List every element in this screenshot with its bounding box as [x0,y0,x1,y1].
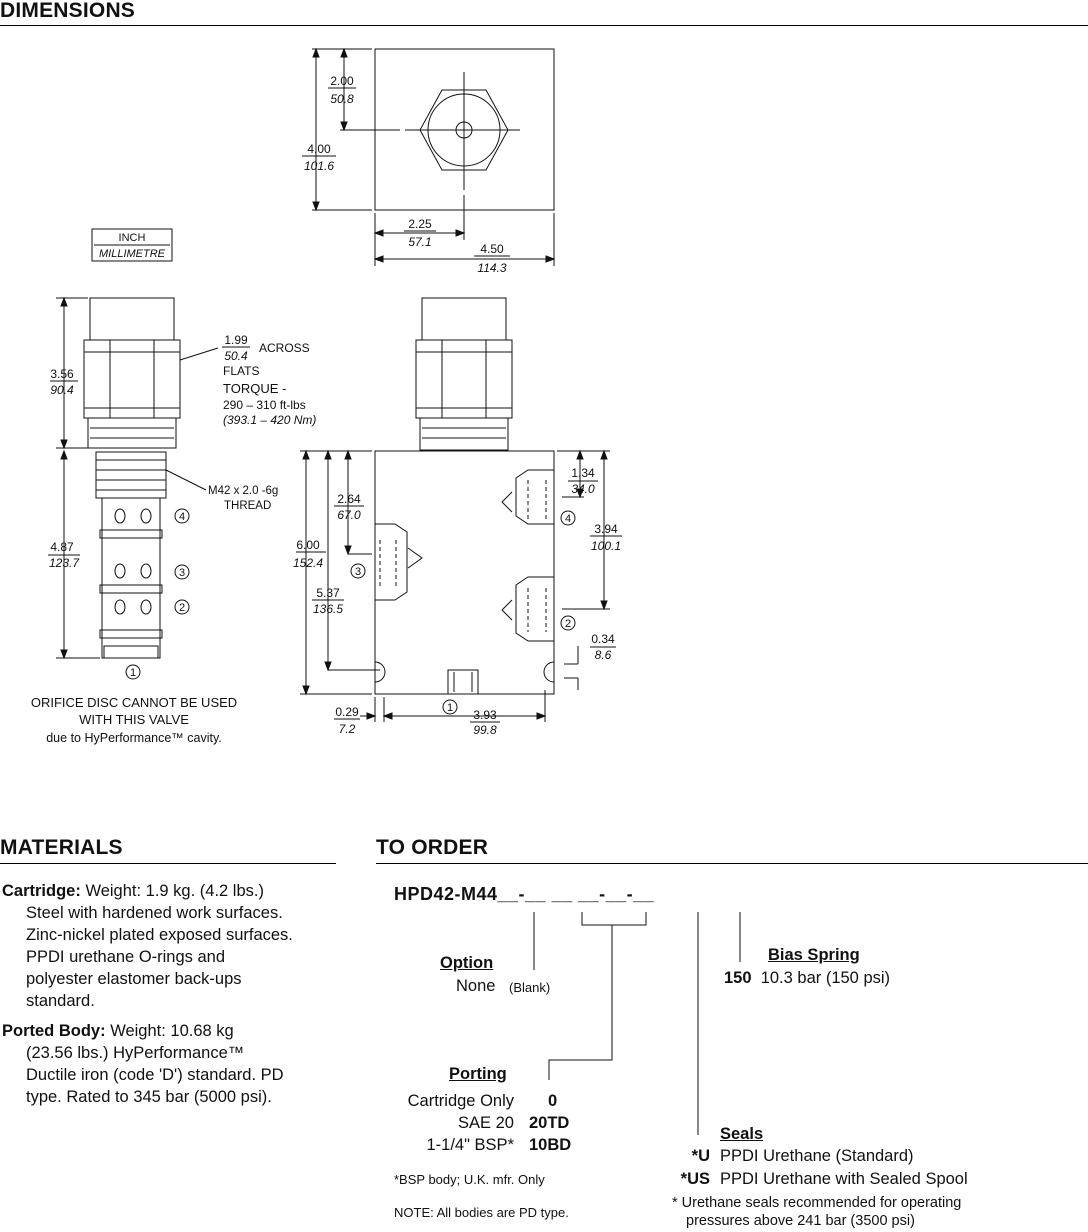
dim-4-50-mm: 114.3 [477,261,506,275]
body-f-in: 0.34 [591,632,615,646]
to-order-heading: TO ORDER [376,836,489,859]
bias-code: 150 [724,969,752,987]
dim-2-25-in: 2.25 [408,217,432,231]
cart-port-2: 2 [179,602,185,614]
dimensions-drawing: 2.00 50.8 4.00 101.6 2.25 57.1 4.50 114.… [31,47,622,745]
dim-2-25-mm: 57.1 [408,235,431,249]
materials-rule [0,863,336,864]
porting-code: 20TD [529,1114,570,1132]
cart-l-mm: 123.7 [49,556,80,570]
dim-4-00-mm: 101.6 [304,159,334,173]
body-h-mm: 99.8 [473,723,497,737]
body-label: Ported Body: [2,1022,106,1040]
body-port-1: 1 [447,702,453,714]
porting-row: Cartridge Only [407,1092,514,1110]
option-blank: (Blank) [509,980,551,995]
cartridge-line: standard. [26,992,95,1010]
cart-port-4: 4 [179,511,185,523]
body-line: (23.56 lbs.) HyPerformance™ [26,1044,245,1062]
seal-desc: PPDI Urethane with Sealed Spool [720,1170,968,1188]
dimensions-heading: DIMENSIONS [0,0,136,22]
porting-code: 10BD [529,1136,572,1154]
body-b-in: 5.37 [316,586,340,600]
body-port-3: 3 [355,566,361,578]
seal-note-1: * Urethane seals recommended for operati… [672,1195,962,1211]
seal-note-2: pressures above 241 bar (3500 psi) [686,1213,915,1229]
body-port-4: 4 [565,513,571,525]
materials-heading: MATERIALS [0,836,123,859]
porting-row: SAE 20 [458,1114,514,1132]
orifice-note-2: WITH THIS VALVE [79,712,189,727]
cartridge-line: Steel with hardened work surfaces. [26,904,283,922]
orifice-note-3: due to HyPerformance™ cavity. [46,731,222,745]
option-title: Option [440,954,494,972]
dimensions-rule [0,25,1088,26]
cartridge-line: PPDI urethane O-rings and [26,948,226,966]
cartridge-line: Zinc-nickel plated exposed surfaces. [26,926,293,944]
body-port-2: 2 [565,618,571,630]
cartridge-materials: Cartridge: Weight: 1.9 kg. (4.2 lbs.) St… [2,880,332,1012]
orifice-note-1: ORIFICE DISC CANNOT BE USED [31,695,237,710]
porting-title: Porting [449,1065,507,1083]
body-a-mm: 152.4 [293,556,323,570]
order-code: HPD42-M44__-__ __ __-__-__ [394,884,655,904]
flats-label: FLATS [223,364,259,378]
dim-4-50-in: 4.50 [480,242,504,256]
cartridge-label: Cartridge: [2,882,81,900]
thread-label: M42 x 2.0 -6g [208,485,278,497]
seals-title: Seals [720,1125,764,1143]
dim-4-00-in: 4.00 [307,142,331,156]
body-c-mm: 67.0 [337,508,361,522]
torque-label: TORQUE - [223,381,286,396]
thread-label-2: THREAD [224,500,271,512]
seal-desc: PPDI Urethane (Standard) [720,1147,914,1165]
bias-desc: 10.3 bar (150 psi) [760,969,891,987]
bias-spring-row: 150 10.3 bar (150 psi) [724,969,890,988]
flats-in: 1.99 [224,333,248,347]
cart-port-1: 1 [130,667,136,679]
unit-legend-box [91,228,173,262]
body-d-in: 1.34 [571,466,595,480]
flats-mm: 50.4 [224,349,248,363]
body-e-mm: 100.1 [591,539,621,553]
to-order-rule [376,863,1088,864]
body-h-in: 3.93 [473,708,497,722]
body-line: type. Rated to 345 bar (5000 psi). [26,1088,272,1106]
torque-ft: 290 – 310 ft-lbs [223,398,306,412]
option-none: None [456,977,496,995]
porting-code: 0 [548,1092,558,1110]
torque-nm: (393.1 – 420 Nm) [223,413,316,427]
seal-code: *US [680,1170,710,1188]
body-e-in: 3.94 [594,522,618,536]
body-line: Ductile iron (code 'D') standard. PD [26,1066,284,1084]
porting-row: 1-1/4" BSP* [426,1136,515,1154]
body-materials: Ported Body: Weight: 10.68 kg (23.56 lbs… [2,1020,332,1108]
body-line: Weight: 10.68 kg [110,1022,234,1040]
dim-2-00-mm: 50.8 [330,92,354,106]
cart-h-mm: 90.4 [50,383,74,397]
body-f-mm: 8.6 [595,648,612,662]
body-b-mm: 136.5 [313,602,343,616]
seal-code: *U [691,1147,710,1165]
materials-section: Cartridge: Weight: 1.9 kg. (4.2 lbs.) St… [2,880,332,1116]
legend-inch: INCH [119,232,146,244]
body-a-in: 6.00 [296,538,320,552]
body-drawing [374,297,555,695]
cartridge-line: polyester elastomer back-ups [26,970,242,988]
body-g-in: 0.29 [335,705,359,719]
cart-port-3: 3 [179,567,185,579]
pd-note: NOTE: All bodies are PD type. [394,1205,569,1220]
legend-mm: MILLIMETRE [99,248,166,260]
body-c-in: 2.64 [337,492,361,506]
dim-2-00-in: 2.00 [330,74,354,88]
cartridge-line: Weight: 1.9 kg. (4.2 lbs.) [85,882,264,900]
body-d-mm: 34.0 [571,482,595,496]
bsp-note: *BSP body; U.K. mfr. Only [394,1172,545,1187]
cart-l-in: 4.87 [50,540,74,554]
cartridge-drawing [83,297,181,659]
across-label: ACROSS [259,341,310,355]
body-g-mm: 7.2 [339,722,356,736]
cart-h-in: 3.56 [50,367,74,381]
bias-spring-title: Bias Spring [768,946,860,964]
